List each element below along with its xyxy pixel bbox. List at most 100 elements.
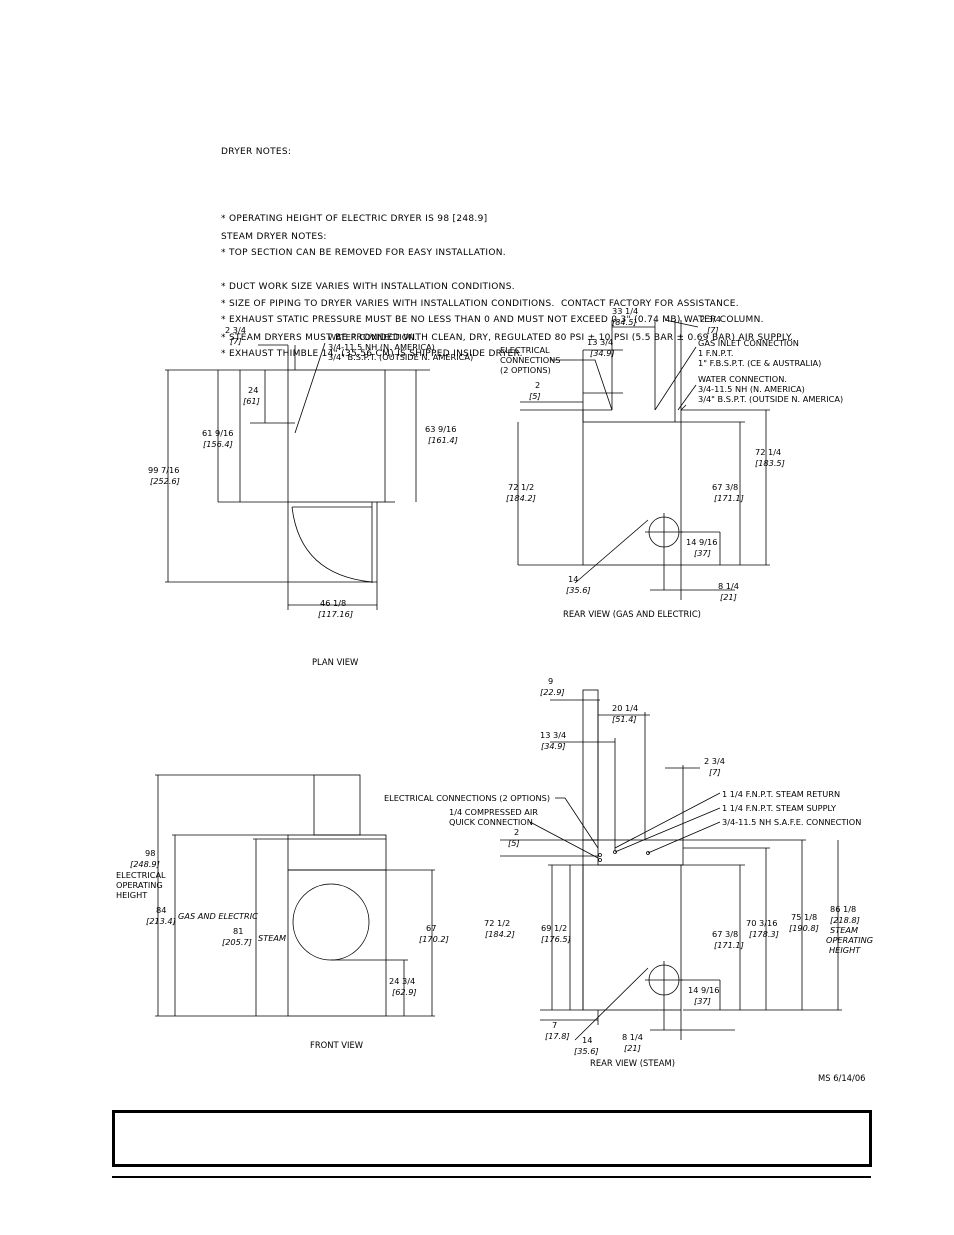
plan-dim-24-metric: [61] [243, 396, 260, 406]
dryer-note-item: * TOP SECTION CAN BE REMOVED FOR EASY IN… [221, 248, 506, 259]
rear-steam-dim-8: 8 1/4 [622, 1032, 643, 1042]
rear-steam-return-label: 1 1/4 F.N.P.T. STEAM RETURN [722, 789, 840, 799]
rear-steam-dim-14-9: 14 9/16 [688, 985, 719, 995]
rear-gas-dim-72-1-4-metric: [183.5] [755, 458, 785, 468]
rear-gas-dim-33-metric: [84.5] [612, 317, 637, 327]
rear-steam-dim-67-metric: [171.1] [714, 940, 744, 950]
plan-dim-46-metric: [117.16] [318, 609, 353, 619]
plan-dim-61-metric: [156.4] [203, 439, 233, 449]
front-dim-84: 84 [156, 905, 166, 915]
rear-steam-dim-75: 75 1/8 [791, 912, 817, 922]
rear-steam-dim-8-metric: [21] [624, 1043, 641, 1053]
footer-rule [112, 1176, 871, 1178]
rear-gas-elec-3: (2 OPTIONS) [500, 365, 551, 375]
front-view: 98 [248.9] ELECTRICAL OPERATING HEIGHT 8… [116, 774, 449, 1050]
rear-gas-elec-2: CONNECTIONS [500, 355, 560, 365]
dryer-note-item: * EXHAUST STATIC PRESSURE MUST BE NO LES… [221, 315, 764, 326]
plan-dim-61: 61 9/16 [202, 428, 233, 438]
rear-gas-dim-14-metric: [35.6] [566, 585, 591, 595]
rear-steam-elec-label: ELECTRICAL CONNECTIONS (2 OPTIONS) [384, 793, 550, 803]
front-elec-height-3: HEIGHT [116, 890, 148, 900]
rear-steam-dim-72-metric: [184.2] [485, 929, 515, 939]
front-top-section [287, 834, 387, 871]
front-view-title: FRONT VIEW [310, 1040, 363, 1050]
rear-gas-gas-1: GAS INLET CONNECTION [698, 338, 799, 348]
rear-steam-dim-7: 7 [552, 1020, 557, 1030]
rear-gas-dim-72-1-4: 72 1/4 [755, 447, 781, 457]
rear-steam-title: REAR VIEW (STEAM) [590, 1058, 675, 1068]
rear-gas-dim-14-9: 14 9/16 [686, 537, 717, 547]
dryer-notes-heading: DRYER NOTES: [221, 147, 292, 158]
steam-dryer-notes: STEAM DRYER NOTES: * SIZE OF PIPING TO D… [221, 210, 793, 355]
rear-gas-dim-8-metric: [21] [720, 592, 737, 602]
rear-steam-dim-13: 13 3/4 [540, 730, 566, 740]
rear-gas-dim-72-1-2: 72 1/2 [508, 482, 534, 492]
front-dim-98-metric: [248.9] [130, 859, 160, 869]
rear-steam-dim-14-metric: [35.6] [574, 1046, 599, 1056]
rear-steam-cabinet [582, 864, 682, 1011]
plan-dim-63: 63 9/16 [425, 424, 456, 434]
rear-steam-dim-20: 20 1/4 [612, 703, 638, 713]
drawing-signature: MS 6/14/06 [818, 1073, 866, 1083]
rear-steam-dim-2-3-4: 2 3/4 [704, 756, 725, 766]
rear-steam-dim-14-9-metric: [37] [694, 996, 711, 1006]
rear-steam-dim-2-3-4-metric: [7] [709, 767, 721, 777]
front-dim-98: 98 [145, 848, 155, 858]
front-elec-height-1: ELECTRICAL [116, 870, 166, 880]
rear-gas-water-1: WATER CONNECTION. [698, 374, 787, 384]
front-dim-81: 81 [233, 926, 243, 936]
rear-steam-dim-72: 72 1/2 [484, 918, 510, 928]
rear-steam-dim-20-metric: [51.4] [612, 714, 637, 724]
rear-gas-title: REAR VIEW (GAS AND ELECTRIC) [563, 609, 701, 619]
rear-steam-dim-86: 86 1/8 [830, 904, 856, 914]
rear-gas-dim-2-3-4: 2 3/4 [700, 314, 721, 324]
rear-gas-cabinet [582, 421, 682, 566]
plan-dim-99: 99 7/16 [148, 465, 179, 475]
plan-water-line-2: 3/4-11.5 NH (N. AMERICA) [328, 342, 435, 352]
plan-dim-2-3-4: 2 3/4 [225, 325, 246, 335]
rear-gas-elec-1: ELECTRICAL [500, 345, 550, 355]
rear-steam-dim-70: 70 3/16 [746, 918, 777, 928]
rear-steam-height-2: OPERATING [826, 935, 873, 945]
rear-gas-gas-2: 1 F.N.P.T. [698, 348, 733, 358]
front-cabinet [287, 869, 387, 1017]
rear-steam-air-1: 1/4 COMPRESSED AIR [449, 807, 538, 817]
front-dim-67-metric: [170.2] [419, 934, 449, 944]
front-gas-electric-label: GAS AND ELECTRIC [178, 911, 258, 921]
plan-view: 2 3/4 [7] WATER CONNECTION. 3/4-11.5 NH … [148, 325, 473, 667]
front-dim-84-metric: [213.4] [146, 916, 176, 926]
rear-gas-dim-14: 14 [568, 574, 578, 584]
steam-note-item: * SIZE OF PIPING TO DRYER VARIES WITH IN… [221, 299, 739, 310]
plan-water-line-1: WATER CONNECTION. [328, 332, 417, 342]
rear-gas-dim-8: 8 1/4 [718, 581, 739, 591]
plan-dim-2-3-4-metric: [7] [230, 336, 242, 346]
rear-gas-dim-2-metric: [5] [529, 391, 541, 401]
empty-note-box [112, 1110, 872, 1167]
front-dim-24: 24 3/4 [389, 976, 415, 986]
rear-gas-water-3: 3/4" B.S.P.T. (OUTSIDE N. AMERICA) [698, 394, 843, 404]
rear-gas-dim-72-1-2-metric: [184.2] [506, 493, 536, 503]
dryer-note-item: * EXHAUST THIMBLE 14" (35.56 cm) IS SHIP… [221, 348, 523, 359]
dryer-note-item: * DUCT WORK SIZE VARIES WITH INSTALLATIO… [221, 281, 515, 292]
dryer-notes: DRYER NOTES: * OPERATING HEIGHT OF ELECT… [221, 125, 764, 371]
rear-steam-height-3: HEIGHT [829, 945, 861, 955]
rear-steam-dim-9: 9 [548, 676, 553, 686]
rear-gas-dim-67-metric: [171.1] [714, 493, 744, 503]
rear-steam-stack [582, 689, 599, 841]
rear-gas-dim-13: 13 3/4 [587, 337, 613, 347]
rear-gas-water-2: 3/4-11.5 NH (N. AMERICA) [698, 384, 805, 394]
front-exhaust-stack [313, 774, 361, 836]
rear-gas-dim-67: 67 3/8 [712, 482, 738, 492]
steam-notes-heading: STEAM DRYER NOTES: [221, 232, 327, 243]
rear-gas-dim-2: 2 [535, 380, 540, 390]
rear-steam-air-2: QUICK CONNECTION [449, 817, 533, 827]
plan-dim-24: 24 [248, 385, 258, 395]
rear-steam-dim-7-metric: [17.8] [545, 1031, 570, 1041]
rear-gas-gas-3: 1" F.B.S.P.T. (CE & AUSTRALIA) [698, 358, 821, 368]
front-dim-67: 67 [426, 923, 436, 933]
plan-dim-63-metric: [161.4] [428, 435, 458, 445]
rear-steam-dim-2: 2 [514, 827, 519, 837]
rear-steam-dim-69: 69 1/2 [541, 923, 567, 933]
plan-door-swing [291, 506, 373, 583]
